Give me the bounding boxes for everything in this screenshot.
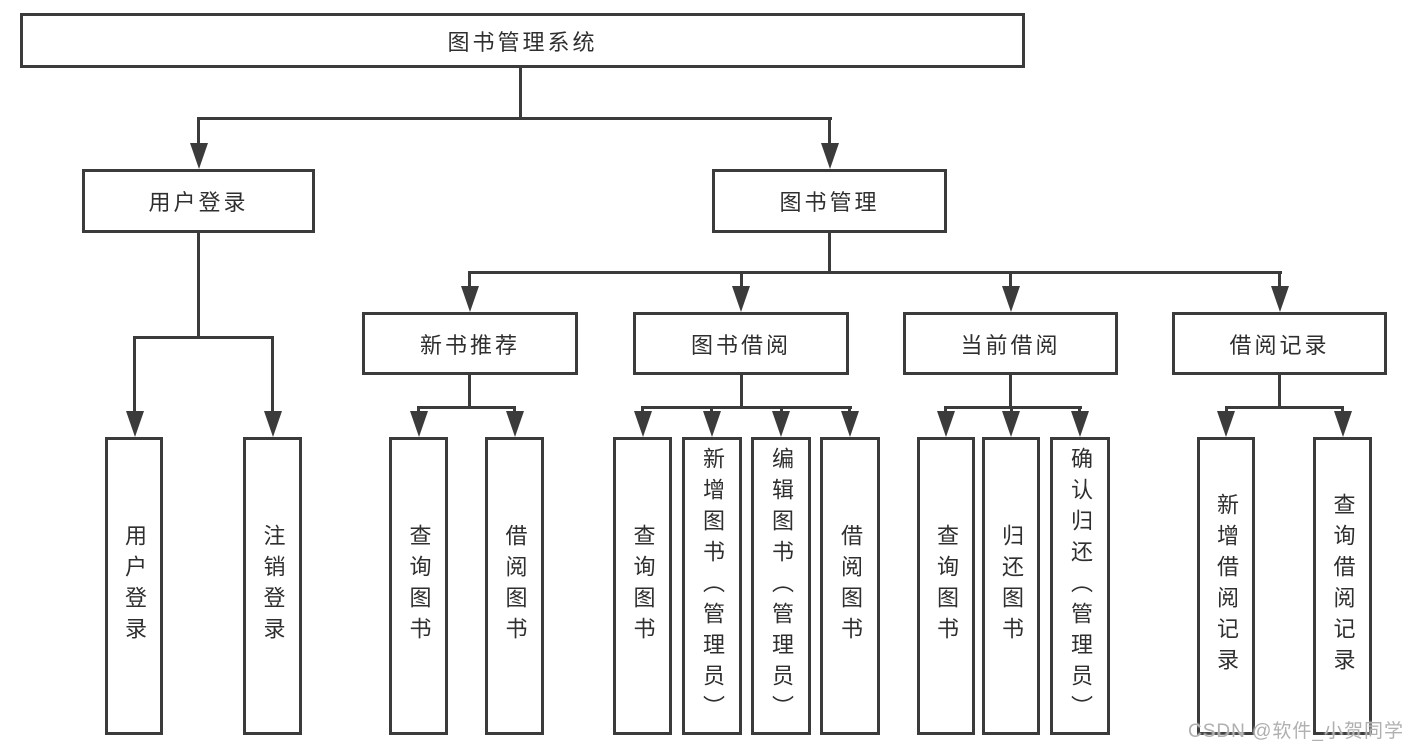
connector-trunk-borrowing-records [1278, 375, 1281, 409]
node-user-login: 用户登录 [82, 169, 315, 233]
leaf-edit-books-admin: 编辑图书（管理员） [751, 437, 811, 735]
leaf-query-books-3-label: 查询图书 [934, 524, 959, 648]
node-borrowing-records-label: 借阅记录 [1229, 332, 1330, 358]
connector-stub-user-login [197, 117, 200, 145]
leaf-confirm-return-admin: 确认归还（管理员） [1050, 437, 1110, 735]
connector-level2-splitter [197, 117, 832, 120]
node-new-book-recommend: 新书推荐 [362, 312, 578, 375]
connector-level3-splitter [468, 271, 1282, 274]
node-book-management: 图书管理 [712, 169, 947, 233]
leaf-query-books-1-label: 查询图书 [406, 524, 432, 648]
arrow-down-icon [841, 411, 859, 437]
arrow-down-icon [821, 143, 839, 169]
arrow-down-icon [461, 286, 479, 312]
connector-leaf-splitter [417, 406, 516, 409]
connector-leaf-splitter [944, 406, 1082, 409]
node-new-book-recommend-label: 新书推荐 [419, 332, 520, 358]
leaf-add-borrow-record-label: 新增借阅记录 [1214, 493, 1239, 679]
leaf-query-books-3: 查询图书 [917, 437, 975, 735]
leaf-query-books-1: 查询图书 [389, 437, 448, 735]
node-root: 图书管理系统 [20, 13, 1025, 68]
node-book-management-label: 图书管理 [779, 190, 880, 215]
leaf-add-books-admin: 新增图书（管理员） [682, 437, 742, 735]
connector-book-management-trunk [828, 233, 831, 274]
connector-stub-level3 [468, 271, 471, 292]
leaf-borrow-books-2: 借阅图书 [820, 437, 880, 735]
node-current-borrowing-label: 当前借阅 [960, 332, 1061, 358]
connector-stub-level3 [1009, 271, 1012, 292]
arrow-down-icon [190, 143, 208, 169]
leaf-borrow-books-1-label: 借阅图书 [502, 524, 528, 648]
leaf-edit-books-admin-label: 编辑图书（管理员） [769, 446, 794, 726]
arrow-down-icon [937, 411, 955, 437]
leaf-query-borrow-record: 查询借阅记录 [1313, 437, 1372, 735]
arrow-down-icon [1271, 286, 1289, 312]
arrow-down-icon [732, 286, 750, 312]
node-current-borrowing: 当前借阅 [903, 312, 1118, 375]
arrow-down-icon [634, 411, 652, 437]
leaf-user-login-label: 用户登录 [122, 524, 147, 648]
connector-trunk-book-borrowing [740, 375, 743, 409]
leaf-return-books: 归还图书 [982, 437, 1040, 735]
connector-stub-level3 [740, 271, 743, 292]
arrow-down-icon [1002, 411, 1020, 437]
connector-stub-book-management [828, 117, 831, 145]
arrow-down-icon [703, 411, 721, 437]
arrow-down-icon [1002, 286, 1020, 312]
node-root-label: 图书管理系统 [447, 29, 598, 55]
leaf-query-books-2-label: 查询图书 [630, 524, 656, 648]
arrow-down-icon [506, 411, 524, 437]
leaf-confirm-return-admin-label: 确认归还（管理员） [1068, 446, 1093, 726]
connector-leaf-splitter [641, 406, 852, 409]
leaf-add-books-admin-label: 新增图书（管理员） [700, 446, 725, 726]
node-borrowing-records: 借阅记录 [1172, 312, 1387, 375]
connector-stub-leaf [271, 336, 274, 415]
connector-trunk-new-book [468, 375, 471, 409]
connector-user-login-splitter [133, 336, 274, 339]
leaf-query-books-2: 查询图书 [613, 437, 672, 735]
csdn-watermark: CSDN @软件_小贺同学 [1188, 721, 1404, 742]
leaf-add-borrow-record: 新增借阅记录 [1197, 437, 1255, 735]
connector-trunk-current-borrowing [1009, 375, 1012, 409]
arrow-down-icon [410, 411, 428, 437]
connector-leaf-splitter [1225, 406, 1344, 409]
leaf-logout: 注销登录 [243, 437, 302, 735]
connector-stub-leaf [133, 336, 136, 415]
arrow-down-icon [772, 411, 790, 437]
arrow-down-icon [1071, 411, 1089, 437]
node-book-borrowing: 图书借阅 [633, 312, 849, 375]
node-book-borrowing-label: 图书借阅 [690, 332, 791, 358]
arrow-down-icon [1217, 411, 1235, 437]
connector-root-trunk [519, 68, 522, 120]
node-user-login-label: 用户登录 [148, 190, 249, 215]
connector-stub-level3 [1278, 271, 1281, 292]
arrow-down-icon [264, 411, 282, 437]
leaf-query-borrow-record-label: 查询借阅记录 [1330, 493, 1356, 679]
connector-user-login-trunk [197, 233, 200, 339]
arrow-down-icon [1334, 411, 1352, 437]
arrow-down-icon [126, 411, 144, 437]
leaf-borrow-books-1: 借阅图书 [485, 437, 544, 735]
leaf-return-books-label: 归还图书 [999, 524, 1024, 648]
leaf-logout-label: 注销登录 [260, 524, 286, 648]
leaf-borrow-books-2-label: 借阅图书 [838, 524, 863, 648]
leaf-user-login: 用户登录 [105, 437, 163, 735]
